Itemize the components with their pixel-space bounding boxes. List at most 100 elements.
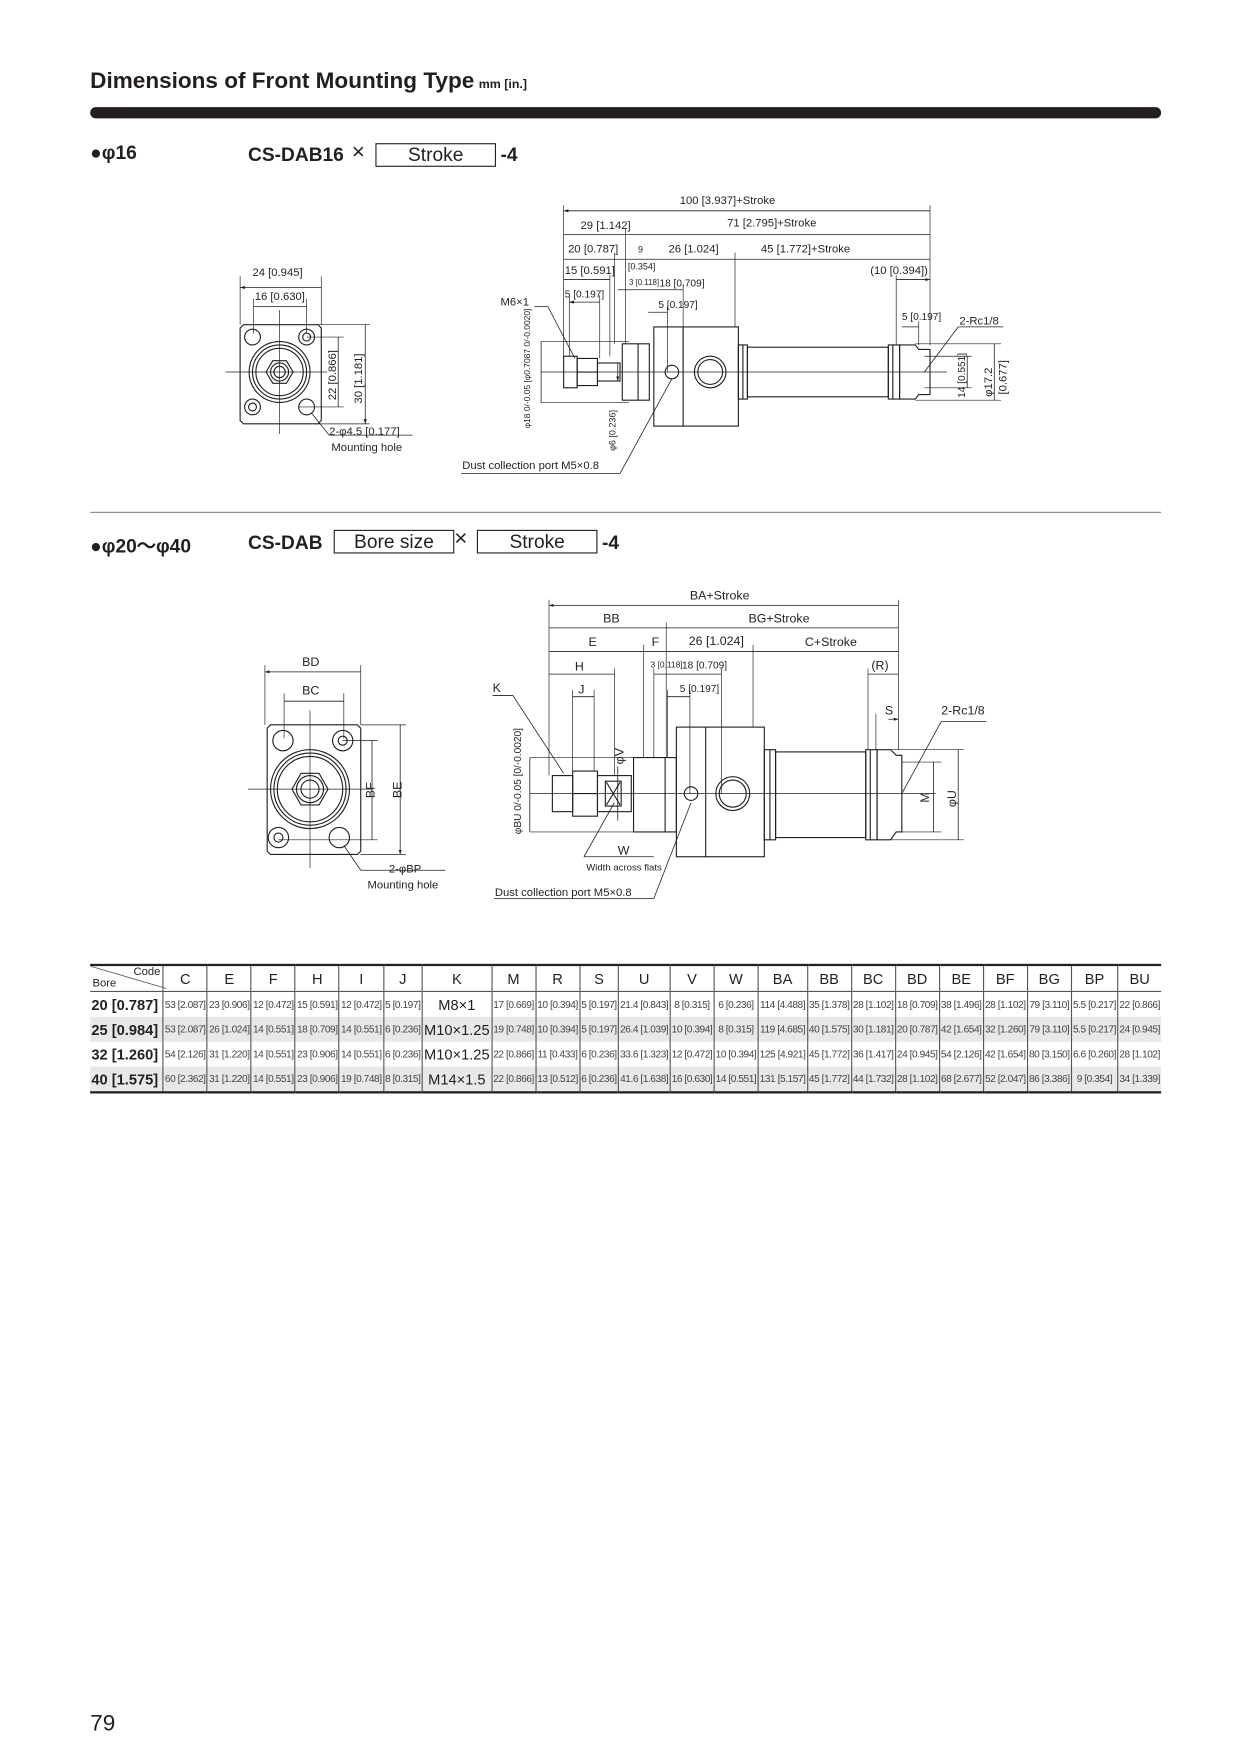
value-cell: 8 [0.315] <box>669 991 714 1017</box>
dim-24: 24 [0.945] <box>253 267 303 279</box>
bore-cell: 40 [1.575] <box>90 1066 164 1094</box>
value-cell: 28 [1.102] <box>1117 1041 1162 1067</box>
value-cell: 22 [0.866] <box>490 1041 536 1067</box>
port-rc18: 2-Rc1/8 <box>959 316 998 328</box>
value-cell: 36 [1.417] <box>850 1041 896 1067</box>
drawing-phi20-40: BD BC BF BE 2-φBP Mounting hole <box>248 589 987 899</box>
dim-j: J <box>578 682 584 696</box>
value-cell: 22 [0.866] <box>1117 991 1162 1017</box>
dim-bg: BG+Stroke <box>749 611 810 625</box>
drawing-phi16: 24 [0.945] 16 [0.630] 22 [0.866] 30 [1.1… <box>225 195 1010 474</box>
section-divider <box>90 511 1162 513</box>
section2-model: CS-DAB <box>248 532 323 554</box>
value-cell: 14 [0.551] <box>250 1016 296 1042</box>
dim-18: 18 [0.709] <box>659 278 704 289</box>
dim-phi-bu: φBU 0/-0.05 [0/-0.0020] <box>513 728 524 834</box>
value-cell: 24 [0.945] <box>1117 1016 1162 1042</box>
column-header-bu: BU <box>1117 963 1162 993</box>
dim-14: 14 [0.551] <box>957 353 968 398</box>
bore-label: φ20～φ40 <box>101 535 191 557</box>
column-header-bf: BF <box>982 963 1028 993</box>
value-cell: 24 [0.945] <box>894 1041 940 1067</box>
dim-m: M <box>918 792 932 802</box>
mounting-hole-label: Mounting hole <box>331 442 402 454</box>
value-cell: 28 [1.102] <box>850 991 896 1017</box>
dim-s: S <box>885 704 893 718</box>
value-cell: 68 [2.677] <box>938 1066 984 1094</box>
column-header-k: K <box>421 963 492 993</box>
dim-bd: BD <box>302 655 319 669</box>
value-cell: 12 [0.472] <box>338 991 384 1017</box>
table-row: 40 [1.575]60 [2.362]31 [1.220]14 [0.551]… <box>90 1066 1162 1094</box>
value-cell: 11 [0.433] <box>534 1041 580 1067</box>
value-cell: 12 [0.472] <box>250 991 296 1017</box>
dim-phi18: φ18 0/-0.05 [φ0.7087 0/-0.0020] <box>522 309 532 429</box>
dim-5-rod: 5 [0.197] <box>565 290 605 301</box>
table-row: 32 [1.260]54 [2.126]31 [1.220]14 [0.551]… <box>90 1041 1162 1067</box>
dim-9: 9 <box>638 245 643 255</box>
value-cell: 18 [0.709] <box>894 991 940 1017</box>
thread-m6: M6×1 <box>501 296 530 308</box>
bore-label: φ16 <box>101 142 137 164</box>
value-cell: 13 [0.512] <box>534 1066 580 1094</box>
value-cell: 34 [1.339] <box>1117 1066 1162 1094</box>
column-header-c: C <box>162 963 208 993</box>
dim-f: F <box>652 635 660 649</box>
value-cell: 20 [0.787] <box>894 1016 940 1042</box>
bore-cell: 20 [0.787] <box>91 995 159 1013</box>
value-cell: M8×1 <box>421 991 492 1017</box>
dim-5-port: 5 [0.197] <box>658 300 698 311</box>
corner-code-label: Code <box>133 966 161 979</box>
dim-w: W <box>618 843 630 857</box>
column-header-j: J <box>382 963 423 993</box>
bullet-icon: ● <box>90 535 102 557</box>
value-cell: 30 [1.181] <box>850 1016 896 1042</box>
stroke-box: Stroke <box>375 143 497 167</box>
value-cell: 60 [2.362] <box>162 1066 208 1094</box>
times-icon: × <box>351 139 365 165</box>
dim-k: K <box>493 681 502 695</box>
mounting-hole-size: 2-φBP <box>389 864 421 876</box>
dim-e: E <box>588 635 596 649</box>
value-cell: 9 [0.354] <box>1070 1066 1118 1094</box>
dim-71: 71 [2.795]+Stroke <box>727 218 816 230</box>
column-header-w: W <box>713 963 758 993</box>
column-header-bc: BC <box>850 963 896 993</box>
value-cell: 14 [0.551] <box>250 1041 296 1067</box>
dim-phi6: φ6 [0.236] <box>608 410 618 451</box>
dim-45: 45 [1.772]+Stroke <box>761 244 850 256</box>
dim-15: 15 [0.591] <box>565 265 615 277</box>
value-cell: 38 [1.496] <box>938 991 984 1017</box>
value-cell: 131 [5.157] <box>757 1066 808 1094</box>
column-header-be: BE <box>938 963 984 993</box>
corner-diagonal <box>90 966 167 989</box>
value-cell: 42 [1.654] <box>982 1041 1028 1067</box>
value-cell: 28 [1.102] <box>982 991 1028 1017</box>
dim-phi-u: φU <box>945 790 959 807</box>
value-cell: M14×1.5 <box>421 1066 492 1094</box>
value-cell: 6.6 [0.260] <box>1070 1041 1118 1067</box>
dim-bf: BF <box>363 782 377 798</box>
value-cell: 125 [4.921] <box>757 1041 808 1067</box>
dim-3: 3 [0.118] <box>629 278 659 287</box>
column-header-bd: BD <box>894 963 940 993</box>
value-cell: 26.4 [1.039] <box>617 1016 670 1042</box>
port-rc18: 2-Rc1/8 <box>941 704 984 718</box>
value-cell: 31 [1.220] <box>206 1041 252 1067</box>
value-cell: 5 [0.197] <box>578 991 619 1017</box>
value-cell: 26 [1.024] <box>206 1016 252 1042</box>
column-header-v: V <box>669 963 714 993</box>
dim-22: 22 [0.866] <box>327 350 339 400</box>
value-cell: 32 [1.260] <box>982 1016 1028 1042</box>
column-header-s: S <box>578 963 619 993</box>
stroke-box: Stroke <box>476 529 598 554</box>
bore-cell: 25 [0.984] <box>90 1016 164 1042</box>
bore-cell: 32 [1.260] <box>91 1045 159 1063</box>
dust-port-label: Dust collection port M5×0.8 <box>462 460 599 472</box>
value-cell: 5 [0.197] <box>382 991 423 1017</box>
value-cell: 79 [3.110] <box>1026 1016 1072 1042</box>
column-header-r: R <box>534 963 580 993</box>
